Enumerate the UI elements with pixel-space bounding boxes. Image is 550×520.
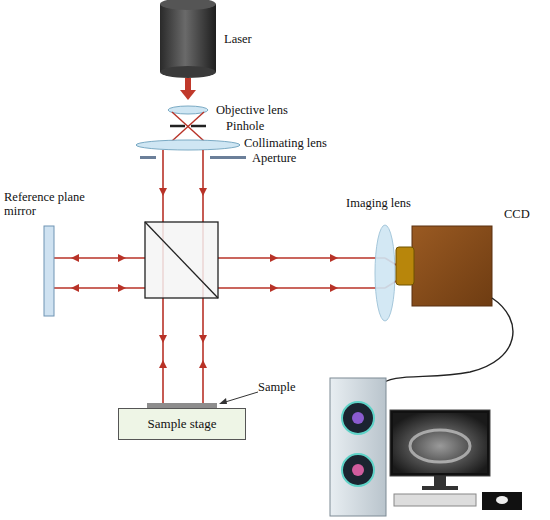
part-label: Pinhole bbox=[226, 119, 306, 133]
part-label: Objective lens bbox=[216, 103, 316, 117]
computer bbox=[330, 378, 522, 516]
reference-mirror bbox=[44, 226, 54, 316]
imaging-lens bbox=[375, 225, 395, 321]
laser-beam-arrow bbox=[180, 78, 196, 100]
beam-arrowheads bbox=[71, 188, 338, 368]
part-label: Laser bbox=[224, 32, 304, 46]
part-label: Collimating lens bbox=[244, 136, 354, 150]
horizontal-beams bbox=[54, 258, 398, 288]
part-label: Sample bbox=[258, 380, 328, 394]
part-label: Imaging lens bbox=[346, 196, 446, 210]
ccd-camera bbox=[396, 226, 492, 306]
part-label: CCD bbox=[504, 207, 548, 221]
beam-splitter bbox=[145, 222, 218, 298]
sample-leader bbox=[219, 392, 258, 404]
laser-body bbox=[160, 0, 216, 78]
objective-lens bbox=[168, 106, 208, 114]
ccd-cable bbox=[380, 298, 513, 386]
node-text: Sample stage bbox=[148, 416, 217, 432]
collimating-lens bbox=[136, 140, 240, 150]
stage-box: Sample stage bbox=[118, 408, 246, 440]
part-label: Reference plane mirror bbox=[4, 190, 96, 218]
aperture bbox=[140, 156, 246, 159]
part-label: Aperture bbox=[252, 151, 332, 165]
